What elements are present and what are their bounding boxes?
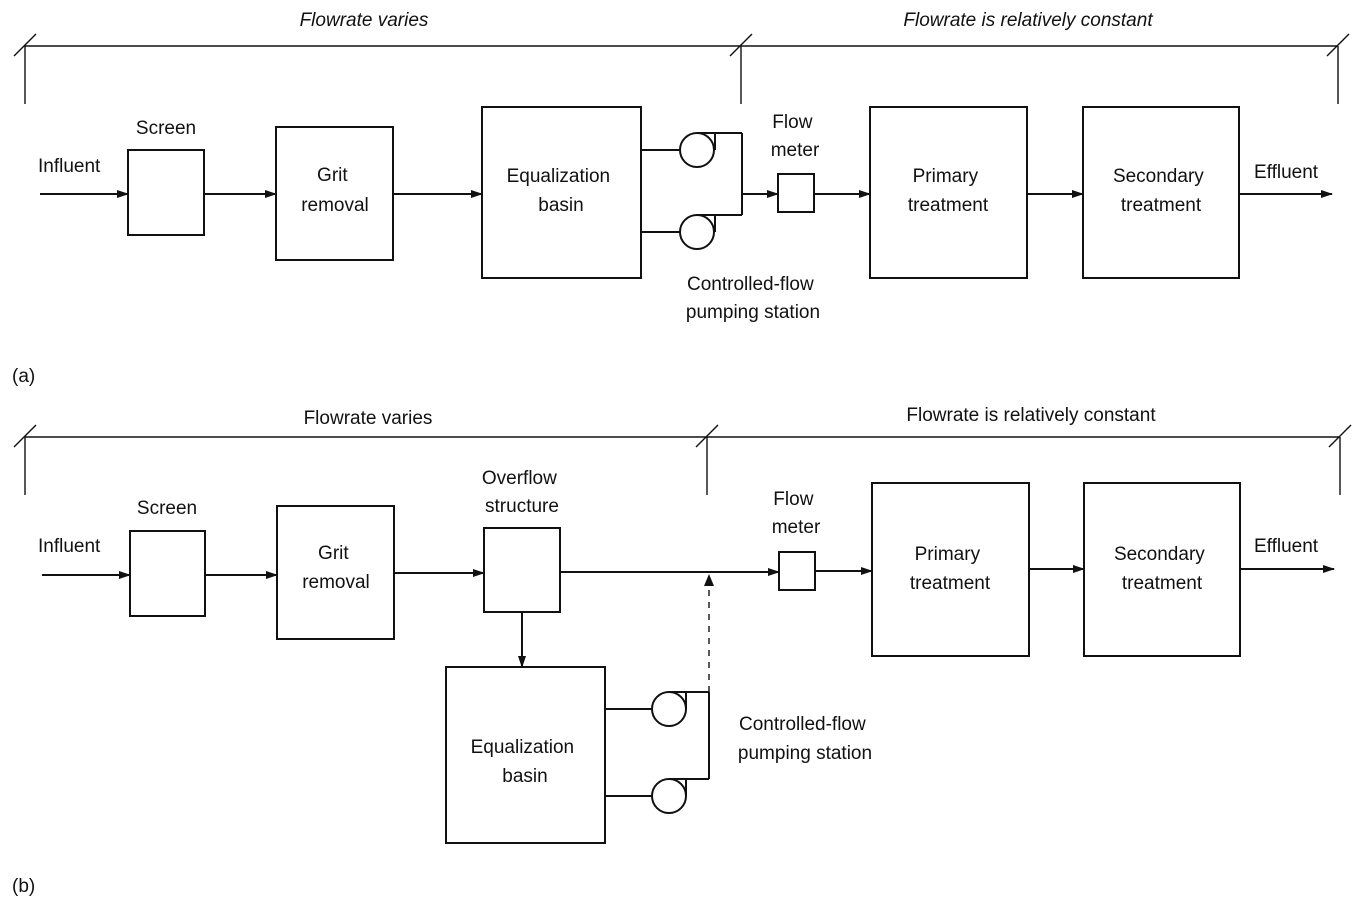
screen-box-a xyxy=(127,149,205,236)
flow-meter-label-a: Flow meter xyxy=(771,112,820,161)
pump-lower-b xyxy=(605,778,709,814)
primary-treatment-box-b xyxy=(871,482,1030,657)
flow-meter-box-b xyxy=(778,551,816,591)
influent-label-a: Influent xyxy=(38,156,101,177)
primary-treatment-label-b: Primary treatment xyxy=(910,544,991,594)
screen-box-b xyxy=(129,530,206,617)
influent-label-b: Influent xyxy=(38,536,101,557)
pumping-station-label-b: Controlled-flow pumping station xyxy=(738,714,872,764)
panel-label-a: (a) xyxy=(12,366,35,387)
screen-label-a: Screen xyxy=(136,118,196,139)
secondary-treatment-box-b xyxy=(1083,482,1241,657)
flowrate-constant-label-a: Flowrate is relatively constant xyxy=(903,10,1153,31)
secondary-treatment-label-b: Secondary treatment xyxy=(1114,544,1210,594)
pump-lower-a xyxy=(641,214,742,250)
equalization-basin-label-b: Equalization basin xyxy=(471,737,580,787)
primary-treatment-label-a: Primary treatment xyxy=(908,166,989,216)
flow-meter-label-b: Flow meter xyxy=(772,489,821,538)
equalization-basin-label-a: Equalization basin xyxy=(507,166,616,216)
equalization-basin-box-b xyxy=(445,666,606,844)
secondary-treatment-label-a: Secondary treatment xyxy=(1113,166,1209,216)
flowrate-varies-label-b: Flowrate varies xyxy=(304,408,433,429)
effluent-label-b: Effluent xyxy=(1254,536,1319,557)
flowrate-range-bracket-b xyxy=(13,424,1352,495)
grit-removal-label-b: Grit removal xyxy=(302,543,370,593)
flow-meter-box-a xyxy=(777,173,815,213)
secondary-treatment-box-a xyxy=(1082,106,1240,279)
effluent-label-a: Effluent xyxy=(1254,162,1319,183)
screen-label-b: Screen xyxy=(137,498,197,519)
flowrate-constant-label-b: Flowrate is relatively constant xyxy=(906,405,1156,426)
grit-removal-box-a xyxy=(275,126,394,261)
primary-treatment-box-a xyxy=(869,106,1028,279)
panel-a: Flowrate varies Flowrate is relatively c… xyxy=(12,10,1350,387)
overflow-structure-label-b: Overflow structure xyxy=(482,468,562,517)
overflow-structure-box-b xyxy=(483,527,561,613)
pump-upper-a xyxy=(641,132,742,168)
equalization-basin-box-a xyxy=(481,106,642,279)
pump-upper-b xyxy=(605,691,709,727)
panel-label-b: (b) xyxy=(12,876,35,897)
grit-removal-label-a: Grit removal xyxy=(301,165,369,216)
pumping-station-label-a: Controlled-flow pumping station xyxy=(686,274,820,323)
flowrate-range-bracket-a xyxy=(13,33,1350,104)
panel-b: Flowrate varies Flowrate is relatively c… xyxy=(12,405,1352,897)
flowrate-varies-label-a: Flowrate varies xyxy=(300,10,429,31)
